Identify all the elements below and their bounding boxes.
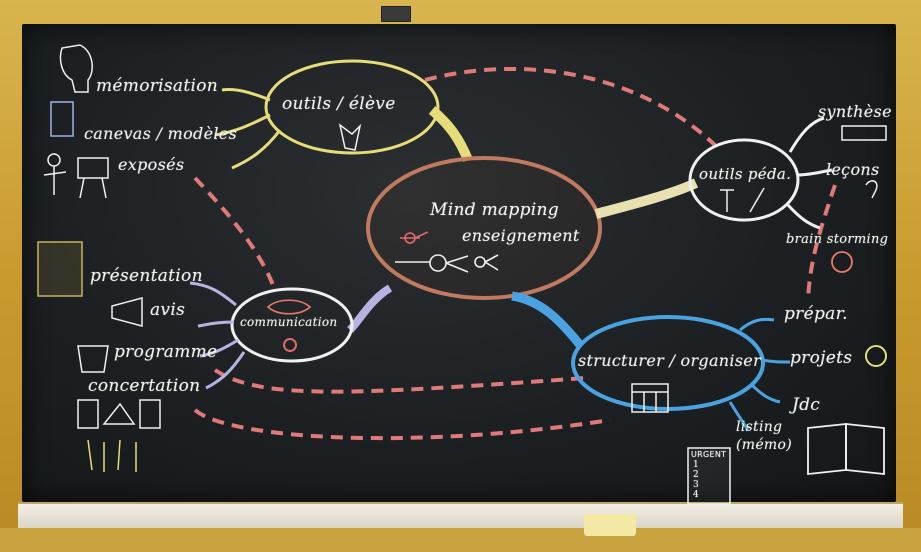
audience-hands-icon [87,439,137,472]
item-prepar: prépar. [784,304,848,324]
node-structurer: structurer / organiser [578,351,762,370]
question-mark-icon [865,180,878,199]
urgent-note-line-2: 2 [693,470,700,480]
item-presentation: présentation [90,266,203,286]
concert-stage-icon [77,399,161,429]
node-outils-eleve-outline [264,59,440,155]
weight-icon [77,345,109,373]
frame-clip [381,6,411,22]
chalk-piece [584,514,636,536]
item-programme: programme [114,342,218,362]
urgent-note-line-3: 3 [693,480,700,490]
item-projets: projets [790,348,853,368]
node-outils-peda-outline [688,138,800,222]
frame-bottom [0,528,921,552]
node-outils-peda: outils péda. [699,165,792,183]
item-memorisation: mémorisation [96,76,219,96]
lightbulb-icon [865,345,887,367]
node-outils-eleve: outils / élève [282,94,396,114]
node-communication: communication [240,315,338,329]
outils-eleve-branches [214,88,282,170]
item-concertation: concertation [88,376,201,396]
urgent-note-frame [687,447,731,505]
dashed-links [193,67,837,441]
chalk-ledge [18,502,903,530]
structurer-branches [728,317,791,431]
center-title-line1: Mind mapping [430,200,559,220]
center-diagram-red-icon [400,231,429,244]
outils-peda-branches [786,116,833,230]
brain-head-icon [59,44,93,93]
heart-icon [283,338,297,352]
item-lecons: leçons [826,160,880,179]
urgent-note-line-1: 1 [693,460,700,470]
megaphone-icon [111,297,143,327]
branch-structurer [511,291,584,348]
item-exposes: exposés [118,155,185,174]
piano-keys-icon [841,125,887,141]
urgent-note-line-4: 4 [693,490,700,500]
open-book-icon [807,423,885,475]
item-brain-storming: brain storming [786,232,889,247]
owl-icon [338,123,362,151]
urgent-note-title: URGENT [691,450,727,459]
branch-communication [347,284,393,333]
center-diagram-icon [395,254,499,273]
center-title-line2: enseignement [462,226,580,245]
item-jdc: Jdc [792,395,821,415]
brain-icon [831,251,853,273]
presentation-picture [37,241,83,297]
communication-branches [189,281,246,390]
tools-icon [720,187,765,213]
branch-outils-peda [594,178,699,219]
node-communication-outline [230,287,354,363]
presenter-icon [43,153,109,199]
item-avis: avis [150,300,186,320]
lips-icon [266,299,312,315]
chalkboard-surface [22,24,896,502]
item-listing: listing (mémo) [736,419,792,453]
notebook-icon [50,101,74,137]
item-canevas: canevas / modèles [84,124,238,143]
item-synthese: synthèse [818,102,892,121]
calendar-icon [631,383,669,413]
center-node-outline [366,156,602,300]
